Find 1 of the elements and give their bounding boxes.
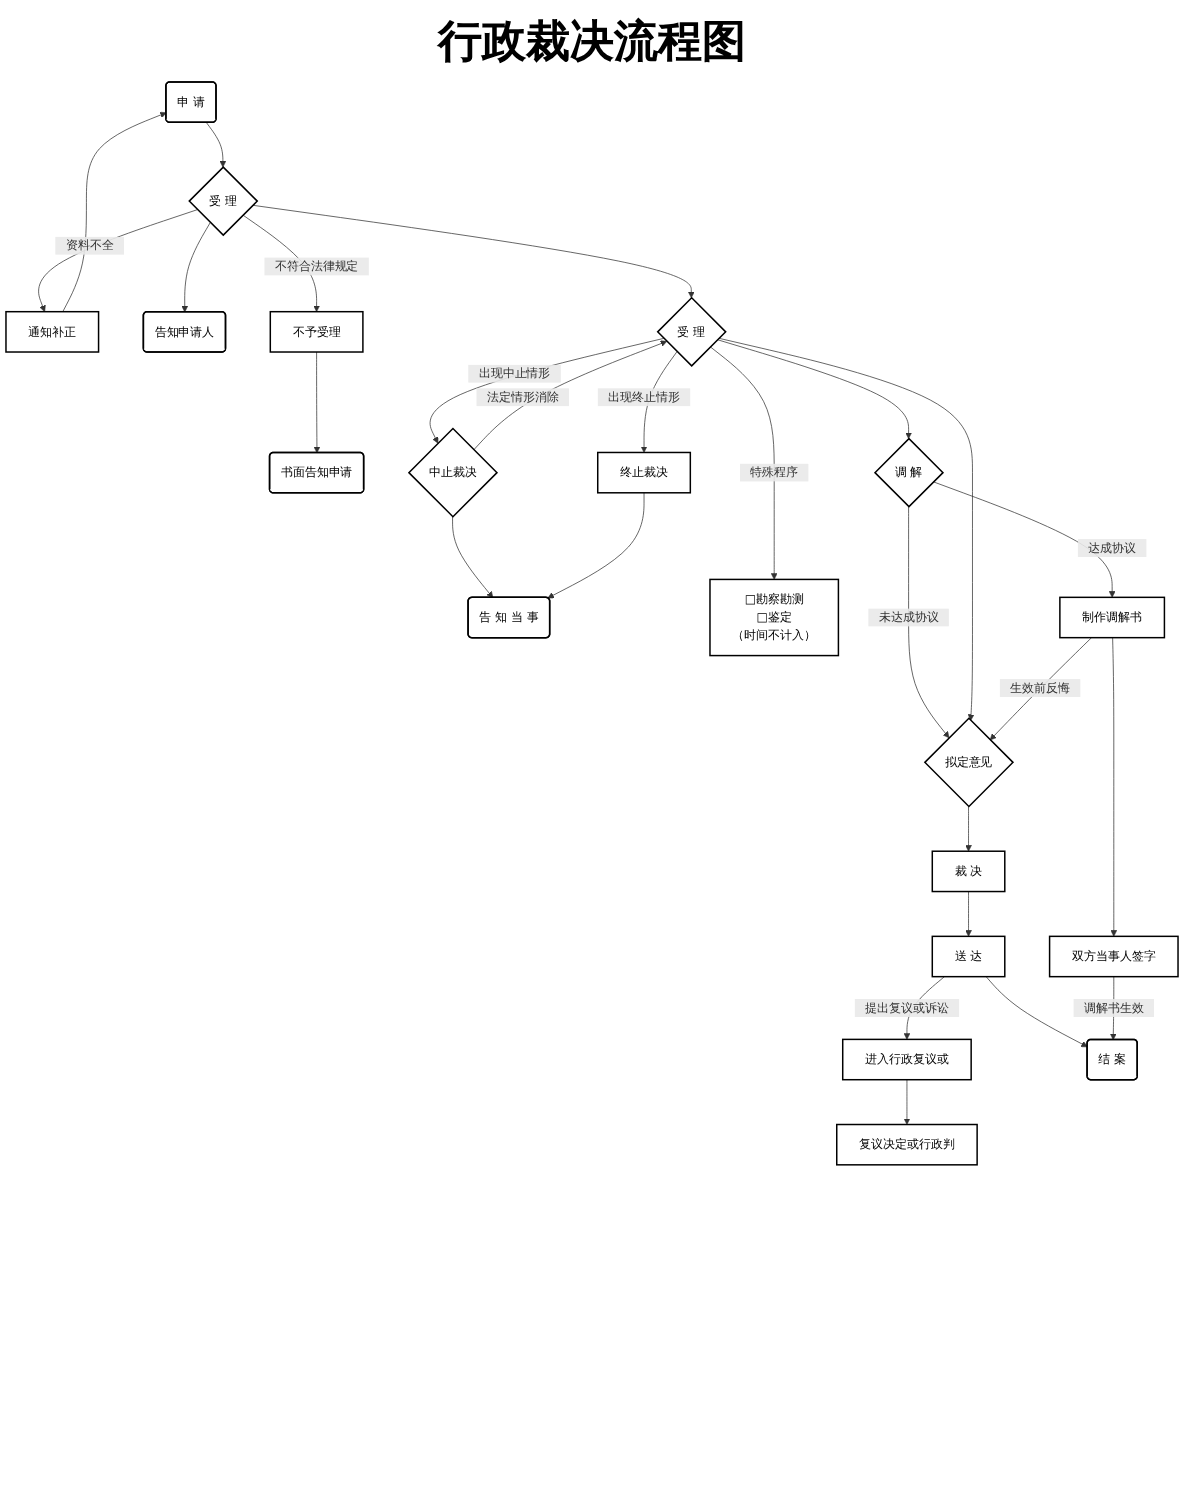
diagram-title: 行政裁决流程图	[435, 14, 748, 72]
